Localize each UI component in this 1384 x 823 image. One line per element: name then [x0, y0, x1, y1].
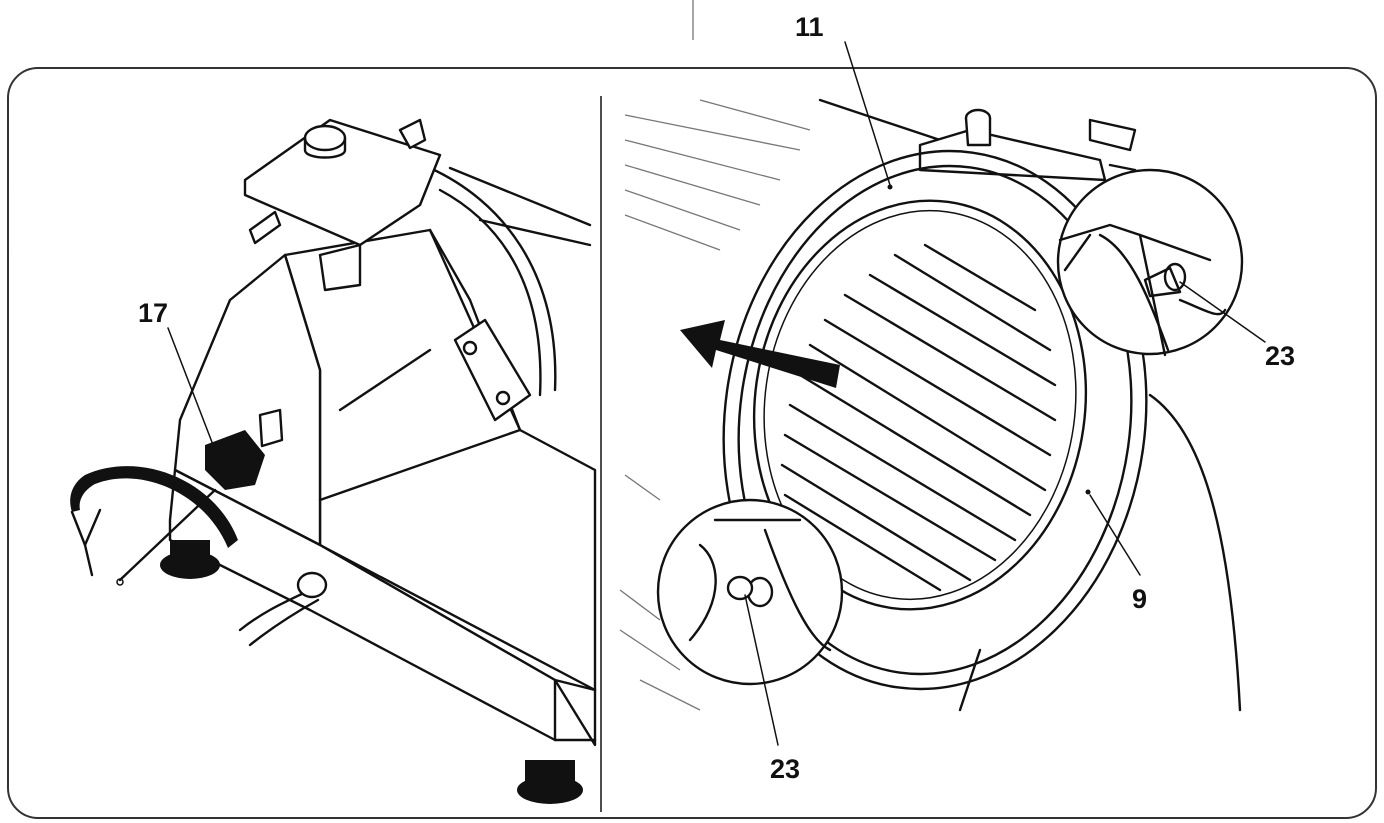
callout-label-17: 17	[138, 298, 168, 328]
callout-label-11: 11	[795, 12, 824, 42]
rotation-arrow-icon	[70, 466, 239, 548]
callout-label-23-bottom: 23	[770, 754, 800, 784]
callout-label-9: 9	[1132, 584, 1147, 614]
right-panel-blade	[619, 98, 1244, 712]
callout-9: 9	[1085, 489, 1147, 614]
callout-23-right: 23	[1179, 281, 1295, 371]
callout-11: 11	[795, 12, 893, 190]
figure-frame	[7, 67, 1377, 819]
removal-arrow-icon	[680, 320, 840, 388]
callout-23-bottom: 23	[744, 594, 800, 784]
left-panel-slicer-body	[70, 118, 597, 804]
callout-17: 17	[138, 298, 216, 451]
callout-label-23-right: 23	[1265, 341, 1295, 371]
